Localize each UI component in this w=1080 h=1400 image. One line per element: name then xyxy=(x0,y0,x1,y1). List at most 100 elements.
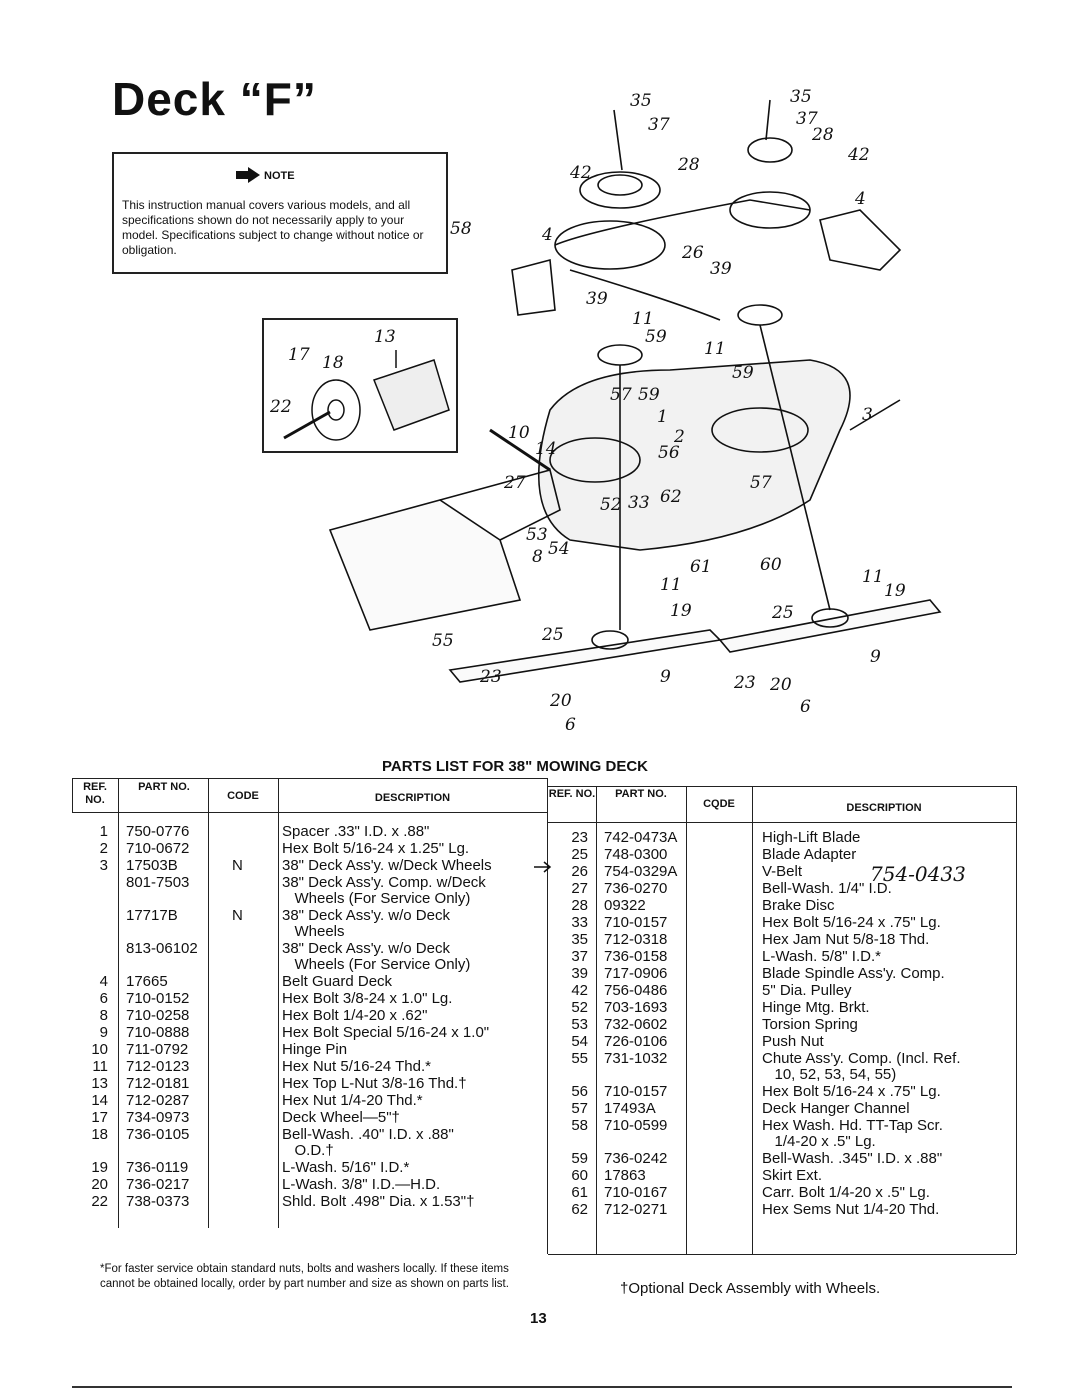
part-ref: 53 xyxy=(571,1016,588,1033)
svg-text:23: 23 xyxy=(733,673,756,693)
header-ref-no: REF. NO. xyxy=(83,781,107,806)
header-part-no: PART NO. xyxy=(138,781,190,793)
part-desc: 5" Dia. Pulley xyxy=(762,982,852,999)
part-part: 738-0373 xyxy=(126,1193,190,1210)
part-desc: 38" Deck Ass'y. w/Deck Wheels xyxy=(282,857,492,874)
header-ref-no-2: REF. NO. xyxy=(548,788,596,800)
page-title: Deck “F” xyxy=(112,73,317,125)
part-part: 736-0242 xyxy=(604,1150,668,1167)
part-ref: 17 xyxy=(91,1109,108,1126)
part-desc: Bell-Wash. 1/4" I.D. xyxy=(762,880,892,897)
svg-text:28: 28 xyxy=(677,155,700,175)
part-desc: Hex Nut 5/16-24 Thd.* xyxy=(282,1058,431,1075)
part-part: 736-0158 xyxy=(604,948,668,965)
svg-text:35: 35 xyxy=(630,91,652,111)
header-code-2: CQDE xyxy=(703,798,735,810)
part-desc: Hex Nut 1/4-20 Thd.* xyxy=(282,1092,423,1109)
svg-text:61: 61 xyxy=(690,557,712,577)
part-part: 712-0318 xyxy=(604,931,668,948)
part-ref: 10 xyxy=(91,1041,108,1058)
part-ref: 11 xyxy=(92,1058,108,1075)
part-ref: 60 xyxy=(571,1167,588,1184)
svg-text:35: 35 xyxy=(790,87,812,107)
svg-text:10: 10 xyxy=(508,423,530,443)
part-desc: Spacer .33" I.D. x .88" xyxy=(282,823,430,840)
part-desc: Push Nut xyxy=(762,1033,824,1050)
part-part: 710-0167 xyxy=(604,1184,668,1201)
part-ref: 20 xyxy=(91,1176,108,1193)
part-part: 712-0123 xyxy=(126,1058,190,1075)
svg-text:11: 11 xyxy=(704,339,726,359)
part-desc: Bell-Wash. .345" I.D. x .88" xyxy=(762,1150,943,1167)
note-label: NOTE xyxy=(264,170,295,182)
part-ref: 35 xyxy=(571,931,588,948)
handwritten-correction: 754-0433 xyxy=(870,862,966,886)
part-part: 710-0888 xyxy=(126,1024,190,1041)
svg-text:4: 4 xyxy=(541,225,553,245)
part-part: 736-0105 xyxy=(126,1126,190,1143)
part-ref: 2 xyxy=(99,840,108,857)
svg-text:2: 2 xyxy=(673,427,685,447)
part-desc: Torsion Spring xyxy=(762,1016,858,1033)
part-part: 813-06102 xyxy=(126,940,198,957)
svg-text:19: 19 xyxy=(884,581,906,601)
part-ref: 54 xyxy=(571,1033,588,1050)
part-desc: L-Wash. 3/8" I.D.—H.D. xyxy=(282,1176,441,1193)
part-ref: 57 xyxy=(571,1100,588,1117)
svg-text:59: 59 xyxy=(638,385,660,405)
svg-text:42: 42 xyxy=(847,145,870,165)
part-desc: Hex Bolt Special 5/16-24 x 1.0" xyxy=(282,1024,490,1041)
part-ref: 19 xyxy=(91,1159,108,1176)
part-part: 710-0157 xyxy=(604,914,668,931)
part-desc: Hex Bolt 5/16-24 x .75" Lg. xyxy=(762,914,941,931)
svg-text:37: 37 xyxy=(796,109,818,129)
svg-text:54: 54 xyxy=(548,539,570,559)
svg-text:14: 14 xyxy=(535,439,557,459)
svg-text:53: 53 xyxy=(526,525,548,545)
part-desc: Hinge Mtg. Brkt. xyxy=(762,999,870,1016)
part-part: 711-0792 xyxy=(126,1041,189,1058)
svg-text:59: 59 xyxy=(645,327,667,347)
part-part: 742-0473A xyxy=(604,829,678,846)
part-part: 736-0217 xyxy=(126,1176,190,1193)
part-part: 17665 xyxy=(126,973,168,990)
part-part: 754-0329A xyxy=(604,863,678,880)
part-desc: Hex Sems Nut 1/4-20 Thd. xyxy=(762,1201,940,1218)
part-desc: Hex Bolt 3/8-24 x 1.0" Lg. xyxy=(282,990,453,1007)
part-part: 710-0152 xyxy=(126,990,190,1007)
part-part: 710-0157 xyxy=(604,1083,668,1100)
part-part: 17493A xyxy=(604,1100,656,1117)
svg-text:6: 6 xyxy=(800,697,811,717)
header-description-2: DESCRIPTION xyxy=(846,802,922,814)
part-desc: Chute Ass'y. Comp. (Incl. Ref. 10, 52, 5… xyxy=(762,1050,961,1083)
svg-text:18: 18 xyxy=(322,353,344,373)
part-desc: Bell-Wash. .40" I.D. x .88" O.D.† xyxy=(282,1126,454,1159)
part-part: 734-0973 xyxy=(126,1109,190,1126)
part-desc: Belt Guard Deck xyxy=(282,973,393,990)
part-ref: 62 xyxy=(571,1201,588,1218)
svg-text:9: 9 xyxy=(870,647,881,667)
svg-text:20: 20 xyxy=(549,691,572,711)
part-ref: 58 xyxy=(571,1117,588,1134)
part-ref: 14 xyxy=(91,1092,108,1109)
part-desc: Deck Wheel—5"† xyxy=(282,1109,400,1126)
svg-text:33: 33 xyxy=(628,493,650,513)
part-ref: 23 xyxy=(571,829,588,846)
part-ref: 37 xyxy=(571,948,588,965)
svg-text:60: 60 xyxy=(760,555,782,575)
part-ref: 55 xyxy=(571,1050,588,1067)
part-ref: 42 xyxy=(571,982,588,999)
part-desc: Hex Bolt 5/16-24 x 1.25" Lg. xyxy=(282,840,470,857)
svg-text:26: 26 xyxy=(681,243,704,263)
part-ref: 4 xyxy=(99,973,108,990)
part-part: 17863 xyxy=(604,1167,646,1184)
part-ref: 25 xyxy=(571,846,588,863)
part-desc: V-Belt xyxy=(762,863,803,880)
svg-text:8: 8 xyxy=(532,547,543,567)
svg-text:6: 6 xyxy=(565,715,576,735)
part-desc: Deck Hanger Channel xyxy=(762,1100,910,1117)
svg-text:25: 25 xyxy=(541,625,564,645)
part-ref: 6 xyxy=(99,990,108,1007)
handwritten-arrow-icon xyxy=(534,861,552,873)
svg-text:19: 19 xyxy=(670,601,692,621)
